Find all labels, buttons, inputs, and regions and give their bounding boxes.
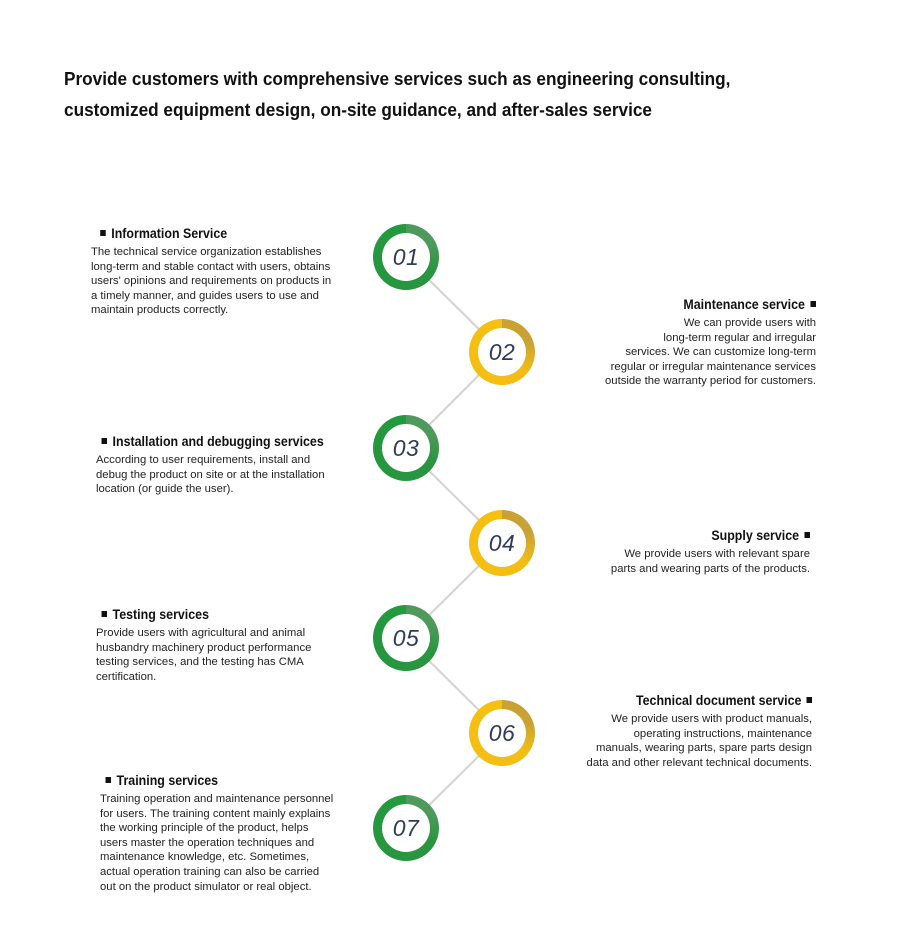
description-line: We provide users with relevant spare (624, 548, 810, 560)
service-description: We provide users with product manuals, op… (587, 712, 812, 770)
step-circle-03: 03 (373, 415, 439, 481)
description-line: parts and wearing parts of the products. (610, 562, 810, 575)
service-title-text: Supply service (711, 528, 799, 543)
step-circle-01: 01 (373, 224, 439, 290)
description-line: The technical service organization estab… (91, 246, 322, 258)
service-title: Information Service (91, 226, 312, 242)
square-bullet-icon (810, 301, 816, 308)
service-title: Training services (100, 773, 315, 789)
description-line: maintenance knowledge, etc. Sometimes, (100, 851, 310, 864)
description-line: location (or guide the user). (96, 483, 234, 496)
service-title: Testing services (96, 607, 294, 623)
step-number: 03 (382, 424, 430, 472)
description-line: debug the product on site or at the inst… (96, 468, 325, 481)
description-line: actual operation training can also be ca… (100, 865, 320, 878)
step-number: 04 (478, 519, 526, 567)
service-block-06: Technical document service We provide use… (587, 693, 812, 770)
service-title: Supply service (627, 528, 810, 544)
service-description: The technical service organization estab… (91, 245, 331, 318)
description-line: users' opinions and requirements on prod… (91, 275, 332, 288)
description-line: outside the warranty period for customer… (605, 375, 816, 388)
description-line: regular or irregular maintenance service… (610, 360, 816, 373)
description-line: services. We can customize long-term (625, 346, 816, 359)
description-line: We provide users with product manuals, (611, 713, 812, 725)
headline-line-1: Provide customers with comprehensive ser… (64, 68, 731, 89)
step-number: 07 (382, 804, 430, 852)
service-description: We provide users with relevant spare part… (611, 547, 810, 576)
square-bullet-icon (101, 438, 108, 445)
step-number: 01 (382, 233, 430, 281)
step-number: 06 (478, 709, 526, 757)
description-line: out on the product simulator or real obj… (100, 880, 312, 893)
description-line: maintain products correctly. (91, 304, 229, 317)
step-number: 05 (382, 614, 430, 662)
step-circle-04: 04 (469, 510, 535, 576)
description-line: certification. (96, 670, 157, 683)
service-description: Training operation and maintenance perso… (100, 792, 333, 894)
square-bullet-icon (804, 532, 810, 539)
service-block-04: Supply service We provide users with rele… (611, 528, 810, 576)
description-line: manuals, wearing parts, spare parts desi… (595, 742, 812, 755)
step-circle-07: 07 (373, 795, 439, 861)
service-description: We can provide users with long-term regul… (605, 316, 816, 389)
square-bullet-icon (105, 777, 112, 784)
step-circle-06: 06 (469, 700, 535, 766)
description-line: husbandry machinery product performance (96, 641, 312, 654)
step-circle-02: 02 (469, 319, 535, 385)
service-description: Provide users with agricultural and anim… (96, 626, 311, 684)
service-title-text: Installation and debugging services (112, 434, 324, 449)
headline-line-2: customized equipment design, on-site gui… (64, 99, 653, 120)
service-title-text: Technical document service (635, 693, 801, 708)
description-line: Training operation and maintenance perso… (100, 793, 334, 805)
description-line: operating instructions, maintenance (633, 727, 812, 740)
service-title: Maintenance service (622, 297, 816, 313)
step-number: 02 (478, 328, 526, 376)
service-title-text: Information Service (111, 226, 228, 241)
description-line: the working principle of the product, he… (100, 822, 309, 835)
service-title-text: Training services (116, 773, 219, 788)
description-line: According to user requirements, install … (96, 454, 311, 466)
description-line: a timely manner, and guides users to use… (91, 289, 319, 302)
description-line: testing services, and the testing has CM… (96, 656, 304, 669)
description-line: users master the operation techniques an… (100, 836, 315, 849)
description-line: for users. The training content mainly e… (100, 807, 331, 820)
step-circle-05: 05 (373, 605, 439, 671)
square-bullet-icon (101, 611, 108, 618)
service-description: According to user requirements, install … (96, 453, 344, 497)
square-bullet-icon (806, 697, 812, 704)
service-title: Technical document service (605, 693, 812, 709)
description-line: Provide users with agricultural and anim… (96, 627, 306, 639)
service-title-text: Maintenance service (683, 297, 805, 312)
description-line: long-term and stable contact with users,… (91, 260, 331, 273)
description-line: long-term regular and irregular (663, 331, 816, 344)
page-headline: Provide customers with comprehensive ser… (64, 63, 789, 125)
square-bullet-icon (100, 230, 106, 237)
service-title-text: Testing services (112, 607, 209, 622)
service-title: Installation and debugging services (96, 434, 324, 450)
description-line: data and other relevant technical docume… (586, 756, 812, 769)
description-line: We can provide users with (683, 317, 816, 329)
service-block-02: Maintenance service We can provide users … (605, 297, 816, 389)
